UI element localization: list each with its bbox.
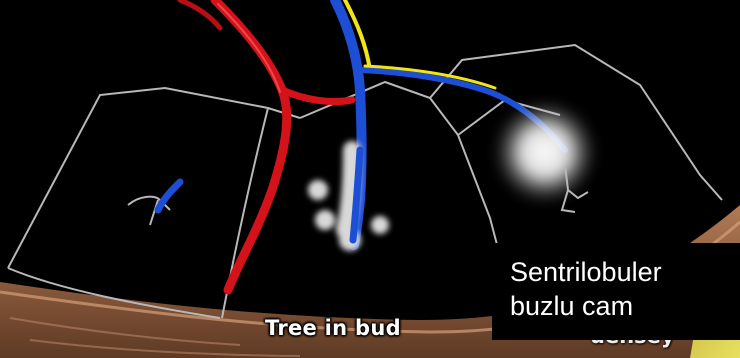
label-line-2: buzlu cam [510,289,740,323]
tree-in-bud-bud-4 [371,216,389,234]
label-line-1: Sentrilobuler [510,255,740,289]
tree-in-bud-trunk [345,150,352,230]
tree-in-bud-bud-1 [308,180,328,200]
ground-glass-label-box: Sentrilobuler buzlu cam [492,243,740,340]
tree-in-bud-bud-2 [315,210,335,230]
tree-in-bud-caption: Tree in bud [265,316,401,340]
ground-glass-glow [493,100,597,204]
